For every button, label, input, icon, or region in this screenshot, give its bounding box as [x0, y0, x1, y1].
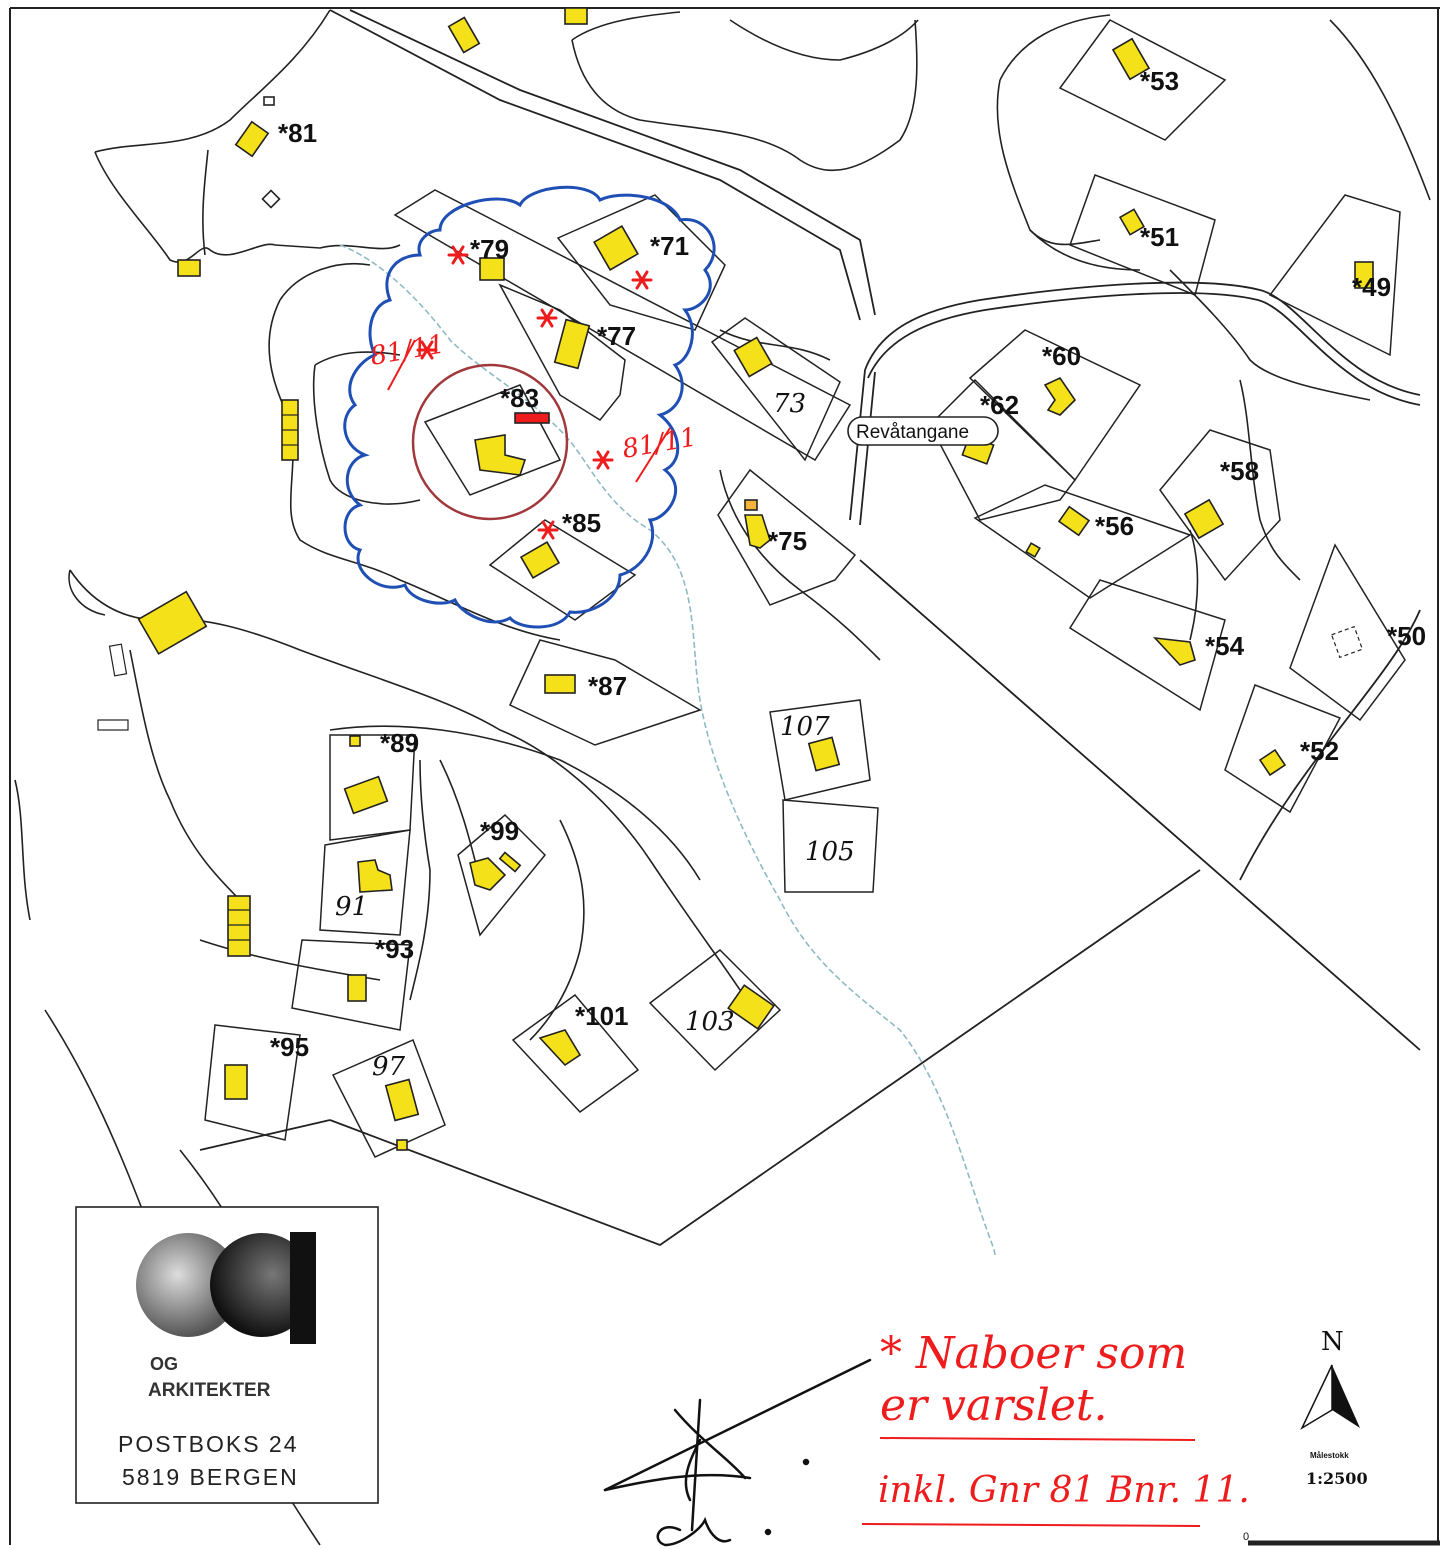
plot-label-97: 97	[372, 1052, 406, 1082]
revision-cloud	[343, 185, 716, 629]
parcel-reference-2: 81/11	[620, 422, 699, 465]
company-name-line-2: ARKITEKTER	[148, 1380, 271, 1401]
red-marker-asterisks	[416, 245, 653, 540]
north-arrow: N Målestokk 1:2500	[1300, 1327, 1368, 1488]
plot-label-95: *95	[270, 1032, 309, 1062]
plot-label-107: 107	[780, 712, 830, 742]
note-line-1: * Naboer som	[880, 1328, 1187, 1379]
note-line-3: inkl. Gnr 81 Bnr. 11.	[878, 1470, 1250, 1511]
plot-label-58: *58	[1220, 456, 1259, 486]
plot-label-50: *50	[1387, 621, 1426, 651]
logo-circle-left	[136, 1233, 240, 1337]
plot-label-89: *89	[380, 728, 419, 758]
north-label: N	[1321, 1327, 1344, 1357]
plot-label-53: *53	[1140, 66, 1179, 96]
plot-label-93: *93	[375, 934, 414, 964]
building-outlines	[97, 414, 1364, 941]
plot-label-54: *54	[1205, 631, 1245, 661]
note-line-2: er varslet.	[880, 1380, 1108, 1431]
neighbour-notice-note: * Naboer som er varslet. inkl. Gnr 81 Bn…	[861, 1328, 1250, 1527]
plot-label-85: *85	[562, 508, 601, 538]
buildings	[137, 7, 1374, 1151]
company-address-line-2: 5819 BERGEN	[122, 1464, 299, 1490]
road-network	[199, 9, 1421, 1247]
stream	[339, 244, 996, 1256]
red-parcel-slashes	[387, 339, 671, 483]
company-stamp: OG ARKITEKTER POSTBOKS 24 5819 BERGEN	[75, 1206, 379, 1504]
highlight-circle-83	[411, 363, 569, 521]
plot-label-91: 91	[335, 892, 368, 922]
plot-label-103: 103	[685, 1007, 735, 1037]
plot-label-81: *81	[278, 118, 317, 148]
street-name-label: Revåtangane	[847, 416, 999, 446]
company-name-line-1: OG	[150, 1354, 178, 1374]
logo-circle-right	[210, 1233, 314, 1337]
signature	[603, 1358, 872, 1547]
plot-label-51: *51	[1140, 222, 1179, 252]
street-name-text: Revåtangane	[856, 422, 969, 443]
plot-label-75: *75	[768, 526, 807, 556]
plot-label-71: *71	[650, 231, 689, 261]
scale-bar-zero: 0	[1243, 1531, 1249, 1543]
plot-label-52: *52	[1300, 736, 1339, 766]
scale-caption: Målestokk	[1310, 1451, 1349, 1460]
plot-label-83: *83	[500, 383, 539, 413]
scale-value: 1:2500	[1306, 1469, 1368, 1488]
plot-label-77: *77	[597, 321, 636, 351]
plot-labels: *53 *51 *49 *81 *79 *71 *77 *83 73 *60 *…	[270, 66, 1426, 1082]
plot-label-73: 73	[773, 389, 806, 419]
plot-label-60: *60	[1042, 341, 1081, 371]
plot-label-87: *87	[588, 671, 627, 701]
plot-label-62: *62	[980, 390, 1019, 420]
plot-label-99: *99	[480, 816, 519, 846]
plot-label-101: *101	[575, 1001, 629, 1031]
plot-boundaries	[204, 19, 1406, 1158]
map-frame	[9, 7, 1440, 1546]
parcel-reference-1: 81/11	[368, 329, 447, 372]
plot-label-56: *56	[1095, 511, 1134, 541]
company-address-line-1: POSTBOKS 24	[118, 1431, 299, 1457]
plot-label-49: *49	[1352, 272, 1391, 302]
plot-label-105: 105	[805, 837, 855, 867]
plot-label-79: *79	[470, 234, 509, 264]
